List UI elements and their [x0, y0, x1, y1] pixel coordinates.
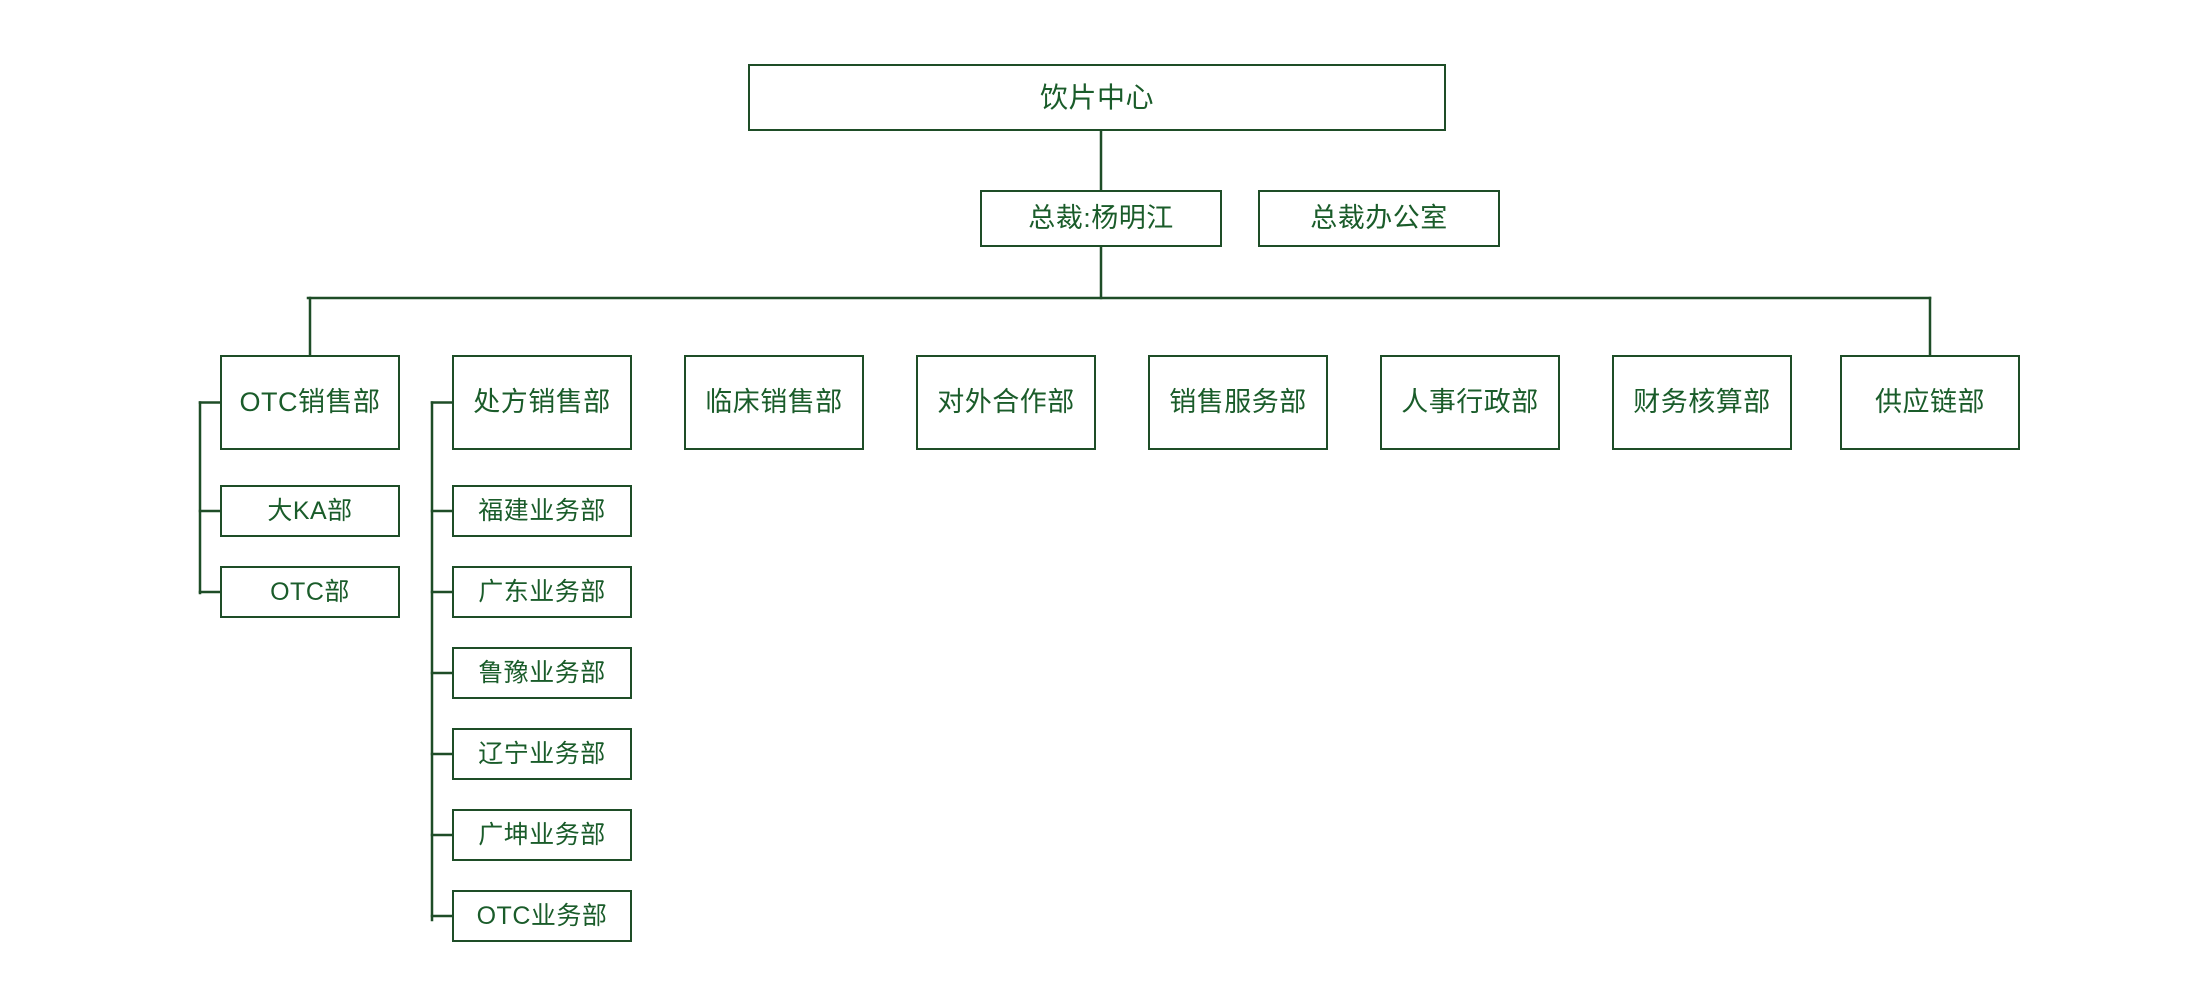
node-rx-child-4[interactable]: 广坤业务部	[452, 809, 632, 861]
node-rx-child-0[interactable]: 福建业务部	[452, 485, 632, 537]
node-root[interactable]: 饮片中心	[748, 64, 1446, 131]
node-department-7[interactable]: 供应链部	[1840, 355, 2020, 450]
node-ceo-office[interactable]: 总裁办公室	[1258, 190, 1500, 247]
node-rx-child-5[interactable]: OTC业务部	[452, 890, 632, 942]
node-department-6[interactable]: 财务核算部	[1612, 355, 1792, 450]
node-otc-child-1[interactable]: OTC部	[220, 566, 400, 618]
node-department-5[interactable]: 人事行政部	[1380, 355, 1560, 450]
node-department-1[interactable]: 处方销售部	[452, 355, 632, 450]
node-rx-child-3[interactable]: 辽宁业务部	[452, 728, 632, 780]
node-department-3[interactable]: 对外合作部	[916, 355, 1096, 450]
node-rx-child-1[interactable]: 广东业务部	[452, 566, 632, 618]
node-ceo[interactable]: 总裁:杨明江	[980, 190, 1222, 247]
node-department-2[interactable]: 临床销售部	[684, 355, 864, 450]
node-rx-child-2[interactable]: 鲁豫业务部	[452, 647, 632, 699]
node-otc-child-0[interactable]: 大KA部	[220, 485, 400, 537]
node-department-4[interactable]: 销售服务部	[1148, 355, 1328, 450]
node-department-0[interactable]: OTC销售部	[220, 355, 400, 450]
